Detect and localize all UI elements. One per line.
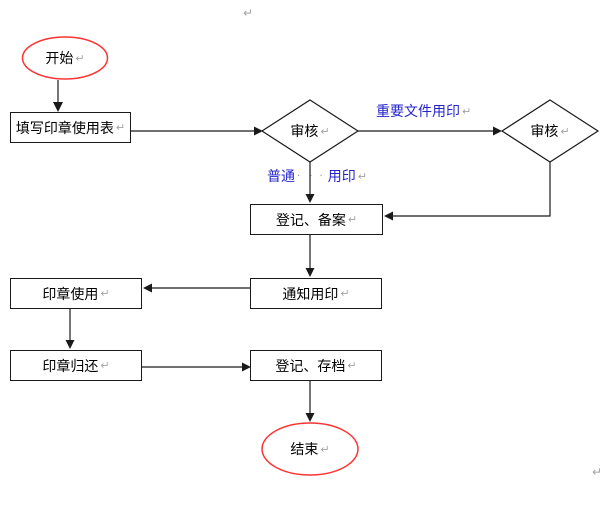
paragraph-mark: ↵ [243, 6, 254, 20]
process-box-label: 印章归还 [42, 358, 99, 375]
process-box-label: 通知用印 [282, 286, 339, 303]
decision-diamond-review1[interactable] [260, 99, 360, 163]
arrowhead-down-icon [305, 413, 315, 422]
decision-diamond-review2[interactable] [500, 99, 600, 163]
arrowhead-left-icon [143, 283, 152, 293]
paragraph-mark: ↵ [347, 359, 357, 372]
arrowhead-down-icon [65, 340, 75, 349]
connector-review2-to-register[interactable] [393, 162, 551, 217]
arrowhead-down-icon [305, 194, 315, 203]
paragraph-mark: ↵ [115, 121, 126, 134]
process-box-register-archive[interactable]: 登记、存档↵ [250, 350, 382, 381]
process-box-label: 印章使用 [42, 286, 99, 303]
paragraph-mark: ↵ [347, 213, 358, 226]
terminator-ellipse-start[interactable] [21, 36, 109, 80]
arrowhead-down-icon [53, 102, 63, 112]
process-box-fill-form[interactable]: 填写印章使用表↵ [10, 112, 131, 143]
paragraph-mark: ↵ [592, 465, 603, 479]
process-box-notify-use[interactable]: 通知用印↵ [250, 278, 382, 309]
paragraph-mark: ↵ [100, 359, 110, 372]
process-box-label: 登记、存档 [275, 358, 346, 375]
arrowhead-right-icon [242, 362, 251, 372]
arrowhead-right-icon [493, 126, 502, 136]
arrowhead-right-icon [254, 126, 263, 136]
process-box-label: 登记、备案 [275, 212, 346, 229]
process-box-register-record[interactable]: 登记、备案↵ [250, 204, 383, 235]
arrowhead-left-icon [384, 211, 393, 221]
arrowhead-down-icon [305, 268, 315, 277]
paragraph-mark: ↵ [100, 287, 110, 300]
process-box-label: 填写印章使用表 [15, 120, 114, 137]
process-box-seal-return[interactable]: 印章归还↵ [10, 350, 142, 381]
process-box-seal-use[interactable]: 印章使用↵ [10, 278, 142, 309]
paragraph-mark: ↵ [340, 287, 350, 300]
terminator-ellipse-end[interactable] [261, 422, 359, 476]
